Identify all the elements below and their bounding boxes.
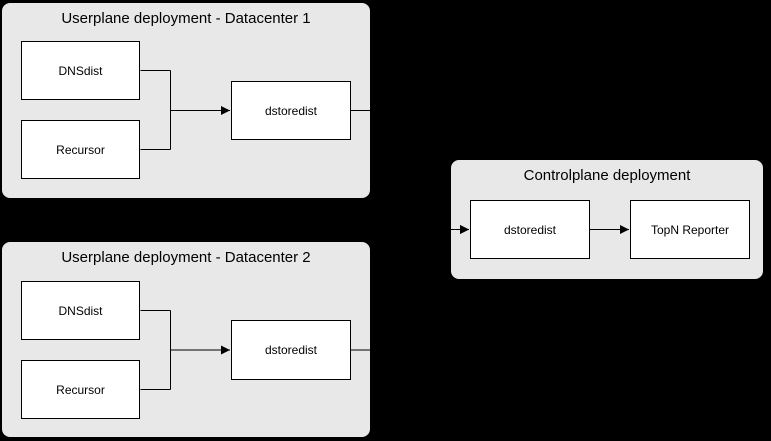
node-label-dstoredist-controlplane: dstoredist <box>503 222 557 237</box>
group-title-userplane-dc2: Userplane deployment - Datacenter 2 <box>61 249 311 266</box>
node-dnsdist-dc1: DNSdist <box>21 41 140 100</box>
node-recursor-dc1: Recursor <box>21 120 140 179</box>
node-dstoredist-dc2: dstoredist <box>231 320 351 380</box>
node-label-recursor-dc2: Recursor <box>56 382 105 397</box>
node-label-dstoredist-dc2: dstoredist <box>264 343 318 357</box>
node-dnsdist-dc2: DNSdist <box>21 281 140 340</box>
node-label-dstoredist-dc1: dstoredist <box>264 103 318 118</box>
group-title-userplane-dc1: Userplane deployment - Datacenter 1 <box>61 10 311 27</box>
node-label-recursor-dc1: Recursor <box>56 142 105 157</box>
node-label-dnsdist-dc2: DNSdist <box>58 303 103 318</box>
group-title-controlplane: Controlplane deployment <box>523 167 691 184</box>
node-recursor-dc2: Recursor <box>21 360 140 419</box>
node-dstoredist-controlplane: dstoredist <box>470 200 590 259</box>
node-topn-reporter: TopN Reporter <box>630 200 750 259</box>
node-label-topn-reporter: TopN Reporter <box>650 222 730 237</box>
node-dstoredist-dc1: dstoredist <box>231 81 351 140</box>
node-label-dnsdist-dc1: DNSdist <box>58 63 103 78</box>
